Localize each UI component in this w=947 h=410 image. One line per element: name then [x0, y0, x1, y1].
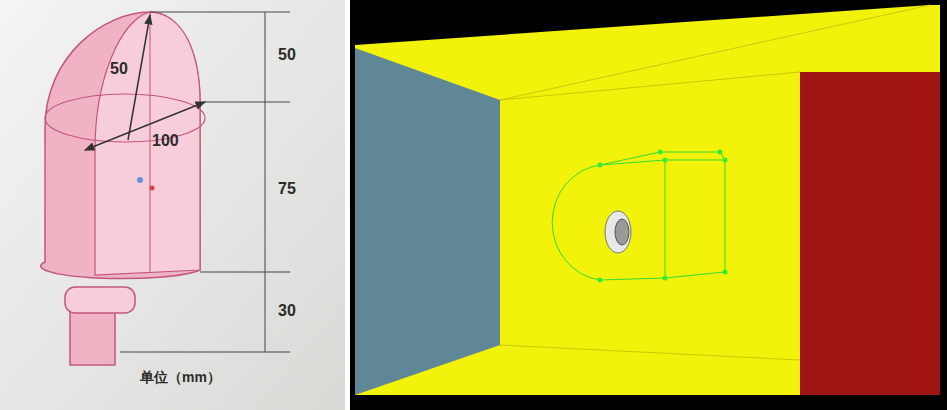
- probe-body: [41, 12, 200, 279]
- axis-marker: [150, 186, 155, 191]
- dimension-lines: [120, 12, 290, 352]
- section-edge: [150, 12, 151, 272]
- radius-arrow: [128, 15, 150, 140]
- probe-model: [615, 219, 629, 245]
- probe-model: [605, 211, 631, 253]
- dimension-label: 75: [278, 180, 296, 198]
- axis-marker: [137, 177, 143, 183]
- outlet-face: [800, 72, 940, 395]
- dimension-label: 100: [152, 132, 179, 150]
- right-panel: [350, 0, 947, 410]
- unit-note: 单位（mm）: [140, 370, 221, 385]
- left-panel: [0, 0, 345, 410]
- diameter-arrow: [85, 102, 205, 150]
- refinement-region: [552, 152, 725, 280]
- dimension-label: 30: [278, 302, 296, 320]
- domain-wall: [355, 5, 940, 395]
- inlet-face: [355, 48, 500, 395]
- stem-plate: [65, 287, 135, 313]
- stem: [70, 310, 115, 365]
- dimension-label: 50: [110, 60, 128, 78]
- box-edges: [500, 5, 930, 360]
- dimension-label: 50: [278, 46, 296, 64]
- section-face: [95, 12, 200, 275]
- region-points: [598, 150, 728, 283]
